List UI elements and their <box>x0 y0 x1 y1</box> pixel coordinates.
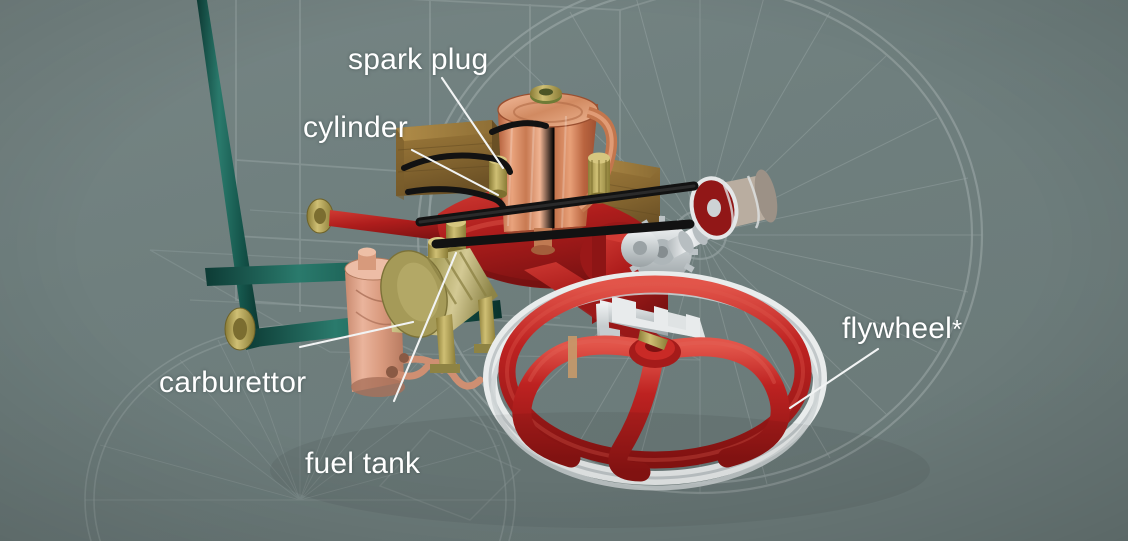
label-spark-plug: spark plug <box>348 45 488 75</box>
label-carburettor-text: carburettor <box>159 366 307 399</box>
label-cylinder: cylinder <box>303 113 408 143</box>
label-carburettor: carburettor <box>159 368 306 398</box>
label-fuel-tank-text: fuel tank <box>305 447 421 480</box>
label-flywheel-footnote-marker: * <box>951 314 963 344</box>
label-cylinder-text: cylinder <box>303 111 408 144</box>
label-fuel-tank: fuel tank <box>305 449 420 479</box>
label-spark-plug-text: spark plug <box>348 43 489 76</box>
label-flywheel-text: flywheel <box>842 312 952 345</box>
label-flywheel: flywheel* <box>842 314 962 344</box>
